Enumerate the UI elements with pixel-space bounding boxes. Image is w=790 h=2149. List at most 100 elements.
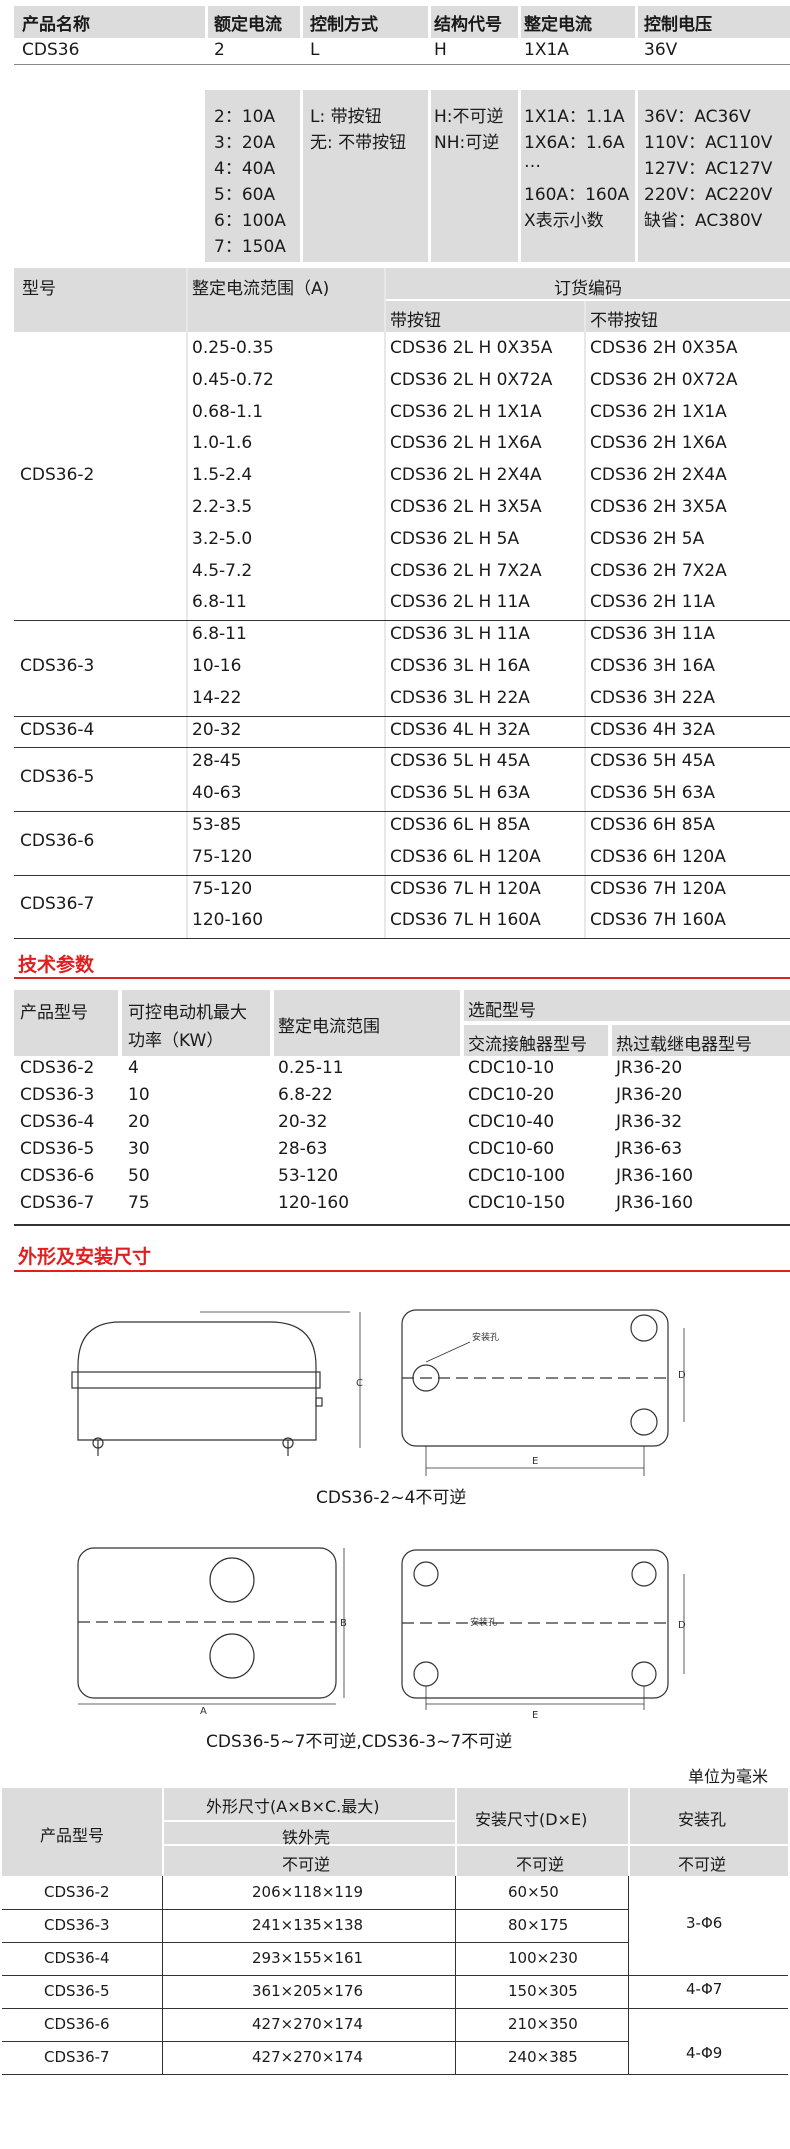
order-model: CDS36-3 bbox=[20, 655, 95, 676]
order-model: CDS36-2 bbox=[20, 465, 95, 486]
code-header-bar bbox=[14, 6, 790, 38]
tech-cell: 20-32 bbox=[278, 1112, 328, 1132]
order-code-with-button: CDS36 7L H 160A bbox=[390, 910, 541, 931]
order-h-model: 型号 bbox=[22, 279, 56, 299]
order-code-without-button: CDS36 2H 0X35A bbox=[590, 338, 738, 358]
order-group-divider bbox=[14, 938, 790, 939]
voltage-option: 127V：AC127V bbox=[644, 159, 773, 179]
tech-cell: 120-160 bbox=[278, 1193, 350, 1213]
code-col-current: 额定电流 bbox=[214, 15, 282, 35]
order-code-with-button: CDS36 2L H 1X1A bbox=[390, 401, 542, 422]
voltage-option: 36V：AC36V bbox=[644, 107, 751, 127]
dim-letter-d-1: D bbox=[678, 1370, 686, 1381]
tech-cell: CDC10-100 bbox=[468, 1166, 566, 1186]
tech-cell: CDC10-10 bbox=[468, 1058, 555, 1078]
order-code-with-button: CDS36 5L H 63A bbox=[390, 783, 530, 804]
order-code-without-button: CDS36 2H 3X5A bbox=[590, 497, 727, 517]
order-h-code: 订货编码 bbox=[554, 279, 622, 299]
order-code-with-button: CDS36 6L H 120A bbox=[390, 846, 541, 867]
order-code-without-button: CDS36 2H 11A bbox=[590, 592, 716, 613]
order-range: 2.2-3.5 bbox=[192, 497, 253, 517]
order-range: 28-45 bbox=[192, 751, 242, 772]
order-range: 14-22 bbox=[192, 687, 242, 708]
hole-label-2: 安装孔 bbox=[470, 1616, 497, 1628]
voltage-option: 缺省：AC380V bbox=[644, 211, 763, 231]
setting-option: X表示小数 bbox=[524, 211, 604, 231]
order-group-divider bbox=[14, 875, 790, 876]
order-code-without-button: CDS36 3H 16A bbox=[590, 656, 716, 676]
current-option: 2：10A bbox=[214, 107, 276, 127]
tech-cell: CDS36-2 bbox=[20, 1058, 95, 1078]
order-code-without-button: CDS36 2H 2X4A bbox=[590, 465, 727, 486]
order-code-with-button: CDS36 6L H 85A bbox=[390, 815, 530, 835]
current-option: 3：20A bbox=[214, 133, 276, 153]
order-code-without-button: CDS36 3H 22A bbox=[590, 687, 716, 708]
order-code-with-button: CDS36 2L H 0X35A bbox=[390, 338, 553, 358]
order-code-without-button: CDS36 2H 0X72A bbox=[590, 369, 738, 390]
order-group-divider bbox=[14, 716, 790, 717]
tech-cell: CDS36-3 bbox=[20, 1085, 95, 1105]
setting-option: 160A：160A bbox=[524, 185, 630, 205]
dim-letter-c: C bbox=[356, 1378, 363, 1389]
setting-option: 1X1A：1.1A bbox=[524, 107, 625, 127]
dim-mount: 210×350 bbox=[508, 2015, 578, 2033]
order-range: 6.8-11 bbox=[192, 592, 247, 613]
code-example-structure: H bbox=[434, 40, 447, 60]
order-code-without-button: CDS36 6H 85A bbox=[590, 815, 716, 835]
tech-cell: 10 bbox=[128, 1085, 150, 1105]
order-code-without-button: CDS36 2H 1X6A bbox=[590, 433, 727, 454]
unit-note: 单位为毫米 bbox=[688, 1767, 769, 1786]
dim-outline: 241×135×138 bbox=[252, 1916, 364, 1934]
dim-h-irrev-1: 不可逆 bbox=[282, 1855, 331, 1874]
dim-row-divider bbox=[2, 1909, 628, 1910]
tech-h-range: 整定电流范围 bbox=[278, 1017, 380, 1037]
drawing-caption-2: CDS36-5~7不可逆,CDS36-3~7不可逆 bbox=[206, 1732, 513, 1752]
dim-mount: 60×50 bbox=[508, 1883, 559, 1901]
tech-cell: CDS36-7 bbox=[20, 1193, 95, 1213]
control-option: L: 带按钮 bbox=[310, 107, 382, 127]
dim-outline: 427×270×174 bbox=[252, 2048, 364, 2066]
tech-cell: 4 bbox=[128, 1058, 139, 1078]
setting-option: 1X6A：1.6A bbox=[524, 133, 625, 153]
order-range: 120-160 bbox=[192, 910, 264, 931]
dim-h-outline: 外形尺寸(A×B×C.最大) bbox=[206, 1797, 380, 1816]
order-code-without-button: CDS36 7H 120A bbox=[590, 878, 726, 899]
order-range: 0.68-1.1 bbox=[192, 401, 264, 422]
order-code-with-button: CDS36 2L H 0X72A bbox=[390, 369, 553, 390]
tech-cell: JR36-63 bbox=[616, 1139, 683, 1159]
order-code-with-button: CDS36 2L H 1X6A bbox=[390, 433, 542, 454]
tech-cell: JR36-160 bbox=[616, 1166, 694, 1186]
order-range: 40-63 bbox=[192, 783, 242, 804]
code-col-product: 产品名称 bbox=[22, 15, 90, 35]
order-range: 3.2-5.0 bbox=[192, 528, 253, 549]
dim-mount: 150×305 bbox=[508, 1982, 578, 2000]
code-col-control: 控制方式 bbox=[310, 15, 378, 35]
current-option: 5：60A bbox=[214, 185, 276, 205]
order-code-with-button: CDS36 5L H 45A bbox=[390, 751, 530, 772]
dim-h-shell: 铁外壳 bbox=[282, 1828, 331, 1847]
voltage-option: 110V：AC110V bbox=[644, 133, 773, 153]
order-code-without-button: CDS36 6H 120A bbox=[590, 846, 726, 867]
hole-value-3: 4-Φ9 bbox=[686, 2044, 723, 2062]
tech-cell: 28-63 bbox=[278, 1139, 328, 1159]
tech-cell: JR36-20 bbox=[616, 1058, 683, 1078]
tech-cell: 20 bbox=[128, 1112, 150, 1132]
tech-cell: CDS36-6 bbox=[20, 1166, 95, 1186]
enclosure-side-view bbox=[77, 1321, 317, 1441]
order-range: 75-120 bbox=[192, 846, 253, 867]
dim-row-divider bbox=[2, 1942, 628, 1943]
order-range: 75-120 bbox=[192, 878, 253, 899]
order-range: 4.5-7.2 bbox=[192, 560, 253, 581]
order-code-without-button: CDS36 3H 11A bbox=[590, 624, 716, 645]
code-col-setting: 整定电流 bbox=[524, 15, 592, 35]
tech-cell: CDS36-4 bbox=[20, 1112, 95, 1132]
tech-h-select: 选配型号 bbox=[468, 1001, 536, 1021]
hole-value-1: 3-Φ6 bbox=[686, 1914, 723, 1932]
order-code-with-button: CDS36 2L H 5A bbox=[390, 528, 520, 549]
code-col-voltage: 控制电压 bbox=[644, 15, 712, 35]
order-code-with-button: CDS36 3L H 11A bbox=[390, 624, 530, 645]
dim-model: CDS36-3 bbox=[44, 1916, 110, 1934]
order-group-divider bbox=[14, 811, 790, 812]
tech-cell: CDC10-60 bbox=[468, 1139, 555, 1159]
code-example-control: L bbox=[310, 40, 320, 60]
